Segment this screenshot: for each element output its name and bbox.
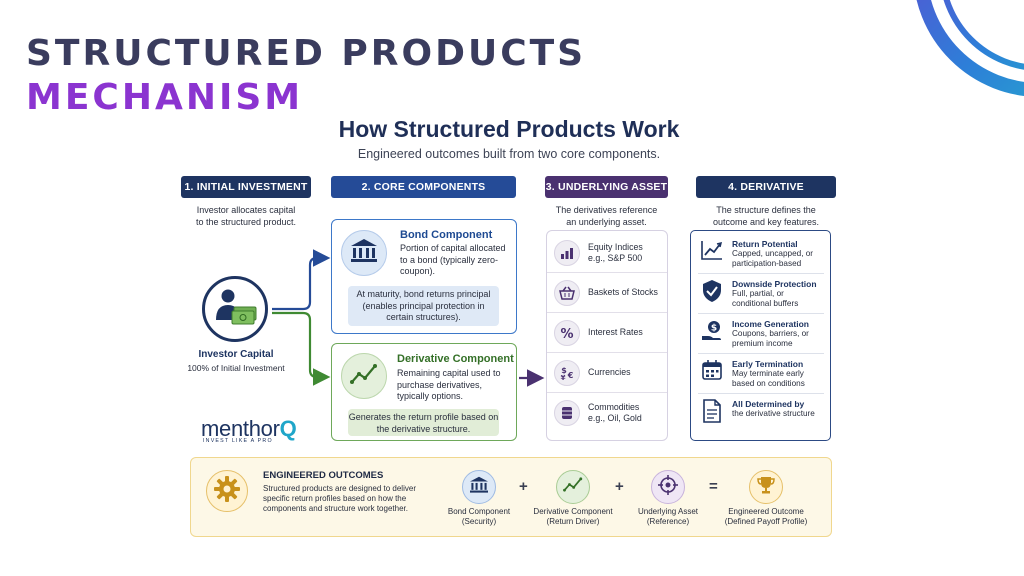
derivative-icon-circle: [341, 353, 387, 399]
svg-text:$: $: [561, 366, 567, 375]
trend-line-icon: [350, 362, 378, 391]
bar-chart-icon: [554, 239, 580, 266]
percent-icon: %: [554, 319, 580, 346]
shield-check-icon: [698, 279, 726, 307]
derivative-component-title: Derivative Component: [397, 353, 514, 365]
equation-bond-circle: [462, 470, 496, 504]
svg-text:¥: ¥: [561, 374, 566, 381]
svg-text:€: €: [567, 371, 574, 380]
trophy-icon: [756, 475, 776, 500]
derivative-component-note: Generates the return profile based on th…: [348, 409, 499, 436]
feature-text: Coupons, barriers, or premium income: [732, 329, 809, 348]
menthor-logo: menthorQ: [201, 416, 297, 442]
feature-text: May terminate early based on conditions: [732, 369, 805, 388]
bond-component-note: At maturity, bond returns principal (ena…: [348, 286, 499, 326]
document-icon: [698, 399, 726, 427]
step-description-underlying-asset: The derivatives reference an underlying …: [555, 205, 658, 227]
currency-icon: $¥€: [554, 359, 580, 386]
bond-component-title: Bond Component: [400, 229, 493, 241]
logo-tagline: INVEST LIKE A PRO: [203, 438, 273, 444]
outcomes-text: Structured products are designed to deli…: [263, 484, 416, 513]
plus-operator: +: [615, 478, 624, 495]
asset-label: Baskets of Stocks: [588, 287, 658, 297]
basket-icon: [554, 279, 580, 306]
feature-text: Capped, uncapped, or participation-based: [732, 249, 814, 268]
investor-circle: [202, 276, 268, 342]
calendar-icon: [698, 359, 726, 387]
bank-icon: [469, 476, 489, 499]
equation-underlying-circle: [651, 470, 685, 504]
barrel-icon: [554, 400, 580, 426]
list-item: % Interest Rates: [547, 313, 667, 353]
slide-title-line2: MECHANISM: [26, 77, 304, 118]
step-header-core-components: 2. CORE COMPONENTS: [331, 176, 516, 198]
gear-icon: [213, 475, 241, 508]
list-item: $¥€ Currencies: [547, 353, 667, 393]
feature-title: Return Potential: [732, 239, 798, 249]
step-header-initial-investment: 1. INITIAL INVESTMENT: [181, 176, 311, 198]
logo-mark: Q: [279, 416, 297, 441]
feature-title: All Determined by: [732, 399, 805, 409]
hand-coin-icon: $: [698, 319, 726, 347]
logo-name: menthor: [201, 416, 280, 441]
trend-line-icon: [563, 476, 583, 498]
asset-label: Commodities e.g., Oil, Gold: [588, 402, 642, 423]
equation-derivative-circle: [556, 470, 590, 504]
svg-text:%: %: [560, 327, 573, 340]
svg-text:$: $: [711, 324, 717, 334]
bank-icon: [350, 238, 378, 269]
slide-title-line1: STRUCTURED PRODUCTS: [26, 33, 587, 74]
derivative-component-text: Remaining capital used to purchase deriv…: [397, 368, 501, 401]
feature-text: Full, partial, or conditional buffers: [732, 289, 799, 308]
step-header-underlying-asset: 3. UNDERLYING ASSET: [545, 176, 668, 198]
equation-derivative-label: Derivative Component (Return Driver): [533, 507, 613, 526]
feature-title: Early Termination: [732, 359, 804, 369]
equation-underlying-label: Underlying Asset (Reference): [637, 507, 699, 526]
diagram-title: How Structured Products Work: [338, 116, 680, 142]
step-description-derivative-structure: The structure defines the outcome and ke…: [712, 205, 820, 227]
investor-with-cash-icon: [212, 287, 258, 332]
asset-label: Currencies: [588, 367, 631, 377]
bond-icon-circle: [341, 230, 387, 276]
list-item: Equity Indices e.g., S&P 500: [547, 233, 667, 273]
list-item: Commodities e.g., Oil, Gold: [547, 393, 667, 433]
step-header-derivative-structure: 4. DERIVATIVE STRUCTURE: [696, 176, 836, 215]
equals-operator: =: [709, 478, 718, 495]
equation-outcome-label: Engineered Outcome (Defined Payoff Profi…: [724, 507, 808, 526]
investor-sublabel: 100% of Initial Investment: [187, 363, 285, 373]
diagram-subtitle: Engineered outcomes built from two core …: [357, 147, 661, 161]
feature-title: Income Generation: [732, 319, 809, 329]
outcomes-title: ENGINEERED OUTCOMES: [263, 470, 384, 481]
growth-chart-icon: [698, 239, 726, 267]
investor-label: Investor Capital: [198, 349, 274, 360]
equation-outcome-circle: [749, 470, 783, 504]
asset-label: Equity Indices e.g., S&P 500: [588, 241, 643, 263]
feature-text: the derivative structure: [732, 409, 815, 418]
list-item: Baskets of Stocks: [547, 273, 667, 313]
asset-label: Interest Rates: [588, 327, 643, 337]
equation-bond-label: Bond Component (Security): [447, 507, 511, 526]
bond-component-text: Portion of capital allocated to a bond (…: [400, 243, 506, 276]
plus-operator: +: [519, 478, 528, 495]
target-icon: [658, 474, 678, 500]
gear-circle: [206, 470, 248, 512]
engineered-outcomes-panel: [190, 457, 832, 537]
derivative-structure-panel: [690, 230, 831, 441]
feature-title: Downside Protection: [732, 279, 817, 289]
step-description-initial-investment: Investor allocates capital to the struct…: [195, 205, 297, 227]
